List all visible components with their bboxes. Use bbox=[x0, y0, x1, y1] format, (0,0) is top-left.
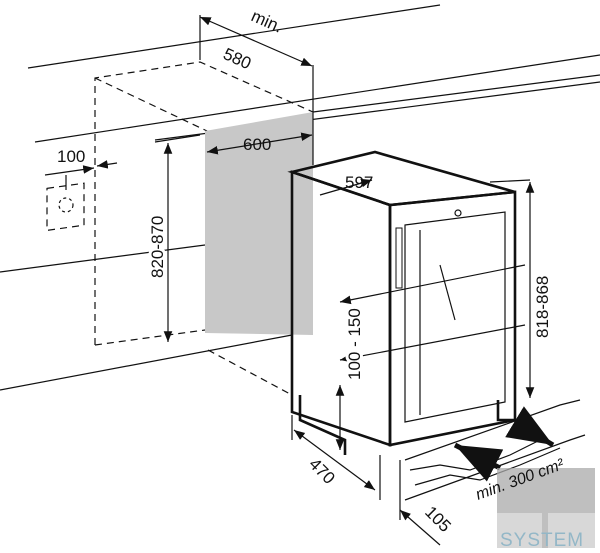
lock-icon bbox=[454, 209, 462, 217]
air-in-arrow bbox=[453, 442, 504, 482]
niche-depth-prefix: min. bbox=[248, 6, 285, 36]
svg-text:SYSTEM: SYSTEM bbox=[500, 530, 584, 551]
appliance-height-label: 818-868 bbox=[533, 276, 552, 338]
floor-vent-grille bbox=[404, 399, 586, 501]
niche-depth-label: 580 bbox=[220, 44, 254, 73]
appliance bbox=[287, 150, 517, 455]
socket-icon bbox=[46, 175, 85, 232]
niche-width-label: 600 bbox=[243, 135, 271, 154]
appliance-width-label: 597 bbox=[345, 173, 373, 192]
niche-back-wall bbox=[205, 112, 313, 335]
socket-offset-label: 100 bbox=[57, 147, 85, 166]
door-depth-label: 105 bbox=[421, 502, 454, 535]
feet-height-label: 100 - 150 bbox=[345, 308, 364, 380]
niche-height-label: 820-870 bbox=[148, 216, 167, 278]
system-watermark-logo: SYSTEM bbox=[497, 468, 595, 551]
dimension-lines bbox=[44, 15, 535, 546]
glass-door bbox=[404, 211, 506, 423]
door-handle bbox=[395, 227, 403, 289]
air-out-arrow bbox=[505, 406, 555, 448]
